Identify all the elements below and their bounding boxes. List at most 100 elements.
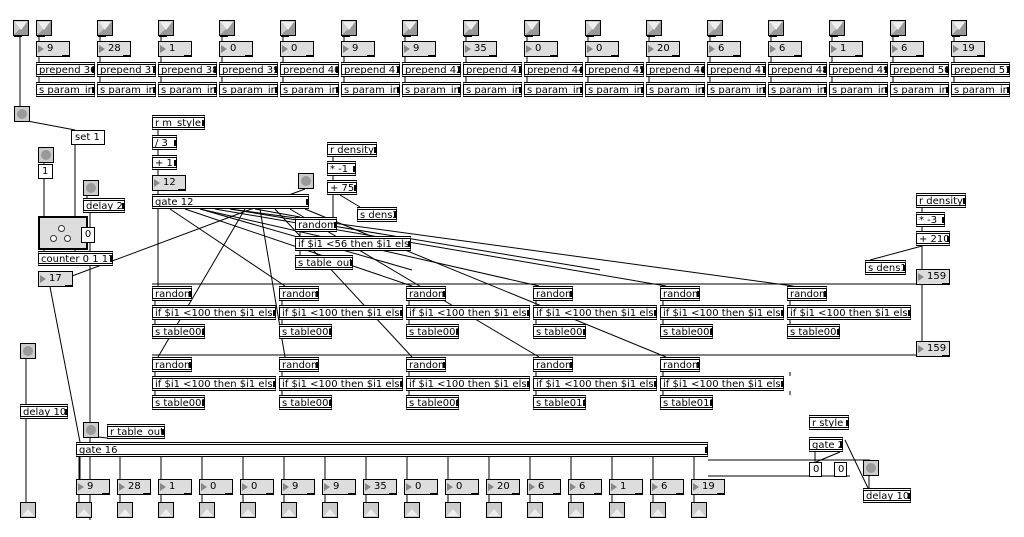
prepend-object[interactable]: prepend 40 [280, 62, 339, 77]
output-number-box[interactable]: 1 [609, 479, 643, 495]
gate-16-object[interactable]: gate 16 [76, 442, 708, 457]
receive-m-style[interactable]: r m_style [152, 115, 205, 130]
prepend-object[interactable]: prepend 49 [829, 62, 888, 77]
density-number-a[interactable]: 159 [916, 269, 950, 285]
delay-2-object[interactable]: delay 2 [83, 198, 125, 213]
multiply-neg3-object[interactable]: * -3 [916, 212, 945, 227]
density-number-b[interactable]: 159 [916, 341, 950, 357]
prepend-object[interactable]: prepend 36 [36, 62, 95, 77]
receive-density-1[interactable]: r density [916, 193, 966, 208]
if-threshold-object[interactable]: if $i1 <100 then $i1 else 0 [152, 305, 276, 320]
inlet-button[interactable] [646, 20, 662, 37]
send-param-in[interactable]: s param_in [829, 82, 888, 97]
zero-message-a[interactable]: 0 [809, 462, 822, 477]
inlet-button[interactable] [768, 20, 784, 37]
inlet-button[interactable] [829, 20, 845, 37]
param-number-box[interactable]: 35 [463, 41, 497, 57]
one-message[interactable]: 1 [38, 164, 53, 179]
prepend-object[interactable]: prepend 43 [463, 62, 522, 77]
inlet-button[interactable] [585, 20, 601, 37]
param-number-box[interactable]: 0 [585, 41, 619, 57]
send-param-in[interactable]: s param_in [280, 82, 339, 97]
param-number-box[interactable]: 19 [951, 41, 985, 57]
prepend-object[interactable]: prepend 45 [585, 62, 644, 77]
m-style-number-box[interactable]: 12 [152, 175, 186, 191]
output-number-box[interactable]: 20 [486, 479, 520, 495]
outlet-button[interactable] [281, 502, 297, 518]
bang-delay10[interactable] [20, 343, 36, 359]
output-number-box[interactable]: 6 [527, 479, 561, 495]
prepend-object[interactable]: prepend 51 [951, 62, 1010, 77]
if-threshold-object[interactable]: if $i1 <100 then $i1 else 0 [279, 305, 403, 320]
add-75-object[interactable]: + 75 [327, 180, 357, 195]
random-object[interactable]: random [152, 357, 192, 372]
prepend-object[interactable]: prepend 37 [97, 62, 156, 77]
send-param-in[interactable]: s param_in [402, 82, 461, 97]
if-threshold-object[interactable]: if $i1 <100 then $i1 else 0 [533, 305, 657, 320]
inlet-button[interactable] [280, 20, 296, 37]
if-threshold-object[interactable]: if $i1 <100 then $i1 else 0 [660, 305, 784, 320]
outlet-button[interactable] [322, 502, 338, 518]
send-param-in[interactable]: s param_in [951, 82, 1010, 97]
send-param-in[interactable]: s param_in [219, 82, 278, 97]
bang-gate16[interactable] [83, 422, 99, 438]
param-number-box[interactable]: 6 [707, 41, 741, 57]
random-object[interactable]: random [533, 286, 573, 301]
if-threshold-object[interactable]: if $i1 <100 then $i1 else 0 [660, 376, 784, 391]
inlet-button[interactable] [97, 20, 113, 37]
send-param-in[interactable]: s param_in [341, 82, 400, 97]
inlet-button[interactable] [890, 20, 906, 37]
send-table-object[interactable]: s table008 [279, 395, 332, 410]
if-threshold-object[interactable]: if $i1 <100 then $i1 else 0 [279, 376, 403, 391]
delay-10-object[interactable]: delay 10 [20, 404, 68, 419]
inlet-button[interactable] [36, 20, 52, 37]
output-number-box[interactable]: 9 [322, 479, 356, 495]
outlet-button[interactable] [117, 502, 133, 518]
random-object[interactable]: random [279, 357, 319, 372]
param-number-box[interactable]: 0 [524, 41, 558, 57]
prepend-object[interactable]: prepend 39 [219, 62, 278, 77]
if-threshold-object[interactable]: if $i1 <100 then $i1 else 0 [406, 305, 530, 320]
inlet-button[interactable] [402, 20, 418, 37]
send-table-object[interactable]: s table005 [660, 324, 713, 339]
add-210-object[interactable]: + 210 [916, 231, 950, 246]
divide-3-object[interactable]: / 3 [152, 135, 177, 150]
random-object[interactable]: random [406, 357, 446, 372]
output-number-box[interactable]: 6 [650, 479, 684, 495]
inlet-button[interactable] [463, 20, 479, 37]
output-number-box[interactable]: 9 [76, 479, 110, 495]
param-number-box[interactable]: 1 [829, 41, 863, 57]
add-1-object[interactable]: + 1 [152, 155, 177, 170]
send-dens2[interactable]: s dens2 [357, 207, 397, 222]
send-table-object[interactable]: s table002 [279, 324, 332, 339]
param-number-box[interactable]: 0 [219, 41, 253, 57]
zero-message-b[interactable]: 0 [834, 462, 847, 477]
param-number-box[interactable]: 6 [768, 41, 802, 57]
random-object-main[interactable]: random [295, 217, 337, 232]
send-param-in[interactable]: s param_in [158, 82, 217, 97]
send-table-object[interactable]: s table007 [152, 395, 205, 410]
random-object[interactable]: random [406, 286, 446, 301]
send-param-in[interactable]: s param_in [890, 82, 949, 97]
param-number-box[interactable]: 28 [97, 41, 131, 57]
bang-style-delay[interactable] [863, 460, 879, 476]
send-param-in[interactable]: s param_in [768, 82, 827, 97]
output-number-box[interactable]: 19 [691, 479, 725, 495]
outlet-button[interactable] [240, 502, 256, 518]
send-dens1[interactable]: s dens1 [865, 260, 906, 275]
bang-reset[interactable] [38, 147, 54, 163]
send-table-object[interactable]: s table001 [152, 324, 205, 339]
send-param-in[interactable]: s param_in [585, 82, 644, 97]
gate-2-object[interactable]: gate 2 [809, 437, 843, 452]
outlet-button[interactable] [691, 502, 707, 518]
prepend-object[interactable]: prepend 38 [158, 62, 217, 77]
receive-density-2[interactable]: r density [327, 142, 377, 157]
send-table-object[interactable]: s table004 [533, 324, 586, 339]
prepend-object[interactable]: prepend 50 [890, 62, 949, 77]
param-number-box[interactable]: 6 [890, 41, 924, 57]
outlet-button[interactable] [568, 502, 584, 518]
bang-start[interactable] [14, 106, 30, 122]
prepend-object[interactable]: prepend 47 [707, 62, 766, 77]
prepend-object[interactable]: prepend 46 [646, 62, 705, 77]
outlet-left[interactable] [20, 502, 36, 518]
